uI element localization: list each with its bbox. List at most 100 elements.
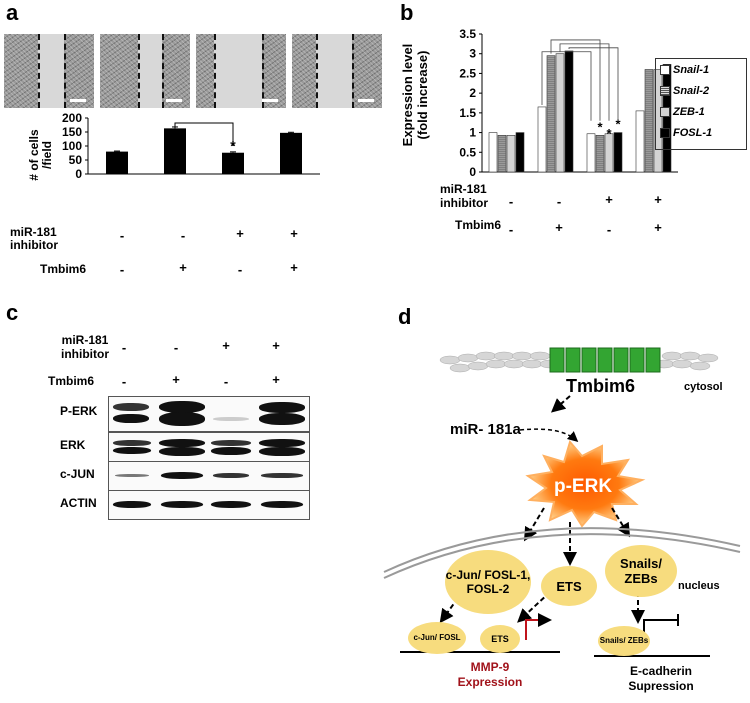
- bar: [564, 50, 574, 173]
- blot-actin: [108, 490, 310, 520]
- blot-erk: [108, 432, 310, 462]
- y-tick-label: 1.5: [459, 106, 476, 120]
- bar: [515, 132, 525, 173]
- panel-c-label: c: [6, 300, 19, 325]
- small-snails-node: Snails/ ZEBs: [598, 626, 650, 656]
- small-cjun-label: c-Jun/ FOSL: [413, 633, 461, 642]
- bar: [497, 135, 507, 173]
- y-tick-label: 1: [469, 126, 476, 140]
- b-sign: -: [508, 194, 514, 209]
- blot-label-actin: ACTIN: [60, 496, 97, 510]
- c-sign: -: [223, 374, 229, 389]
- perk-burst: [525, 439, 646, 528]
- blot-perk: [108, 396, 310, 432]
- c-sign: +: [172, 372, 180, 387]
- legend-label: ZEB-1: [673, 106, 705, 118]
- c-sign: +: [222, 338, 230, 353]
- cjun-fosl-node: c-Jun/ FOSL-1, FOSL-2: [445, 550, 531, 614]
- a-sign: +: [290, 260, 298, 275]
- legend-label: Snail-1: [673, 64, 710, 76]
- a-row-mir: miR-181 inhibitor: [10, 225, 58, 252]
- c-row-mir: miR-181 inhibitor: [61, 333, 109, 361]
- chart-a-ylabel-box: # of cells /field: [2, 120, 72, 190]
- y-tick-label: 3: [469, 47, 476, 61]
- chart-b: 00.511.522.533.5***: [459, 27, 678, 179]
- c-sign: -: [173, 340, 179, 355]
- a-sign: -: [119, 228, 125, 243]
- significance-bracket: [174, 122, 234, 146]
- tmbim6-transmembrane: [549, 347, 661, 373]
- y-tick-label: 0.5: [459, 145, 476, 159]
- chart-b-legend: Snail-1 Snail-2 ZEB-1 FOSL-1: [655, 58, 747, 150]
- y-tick-label: 2.5: [459, 66, 476, 80]
- legend-item: ZEB-1: [660, 106, 705, 122]
- bar: [164, 128, 186, 174]
- bar: [280, 132, 302, 174]
- legend-swatch: [660, 86, 670, 97]
- small-snails-label: Snails/ ZEBs: [599, 636, 649, 645]
- comparison-bracket: [541, 51, 592, 121]
- b-sign: +: [605, 192, 613, 207]
- ets-label: ETS: [556, 578, 582, 594]
- significance-star: *: [597, 119, 603, 134]
- bar: [604, 133, 614, 173]
- b-sign: -: [508, 222, 514, 237]
- b-row-mir: miR-181 inhibitor: [440, 182, 488, 210]
- cjun-fosl-label: c-Jun/ FOSL-1, FOSL-2: [445, 568, 531, 596]
- comparison-bracket: [550, 39, 601, 121]
- significance-star: *: [230, 137, 236, 153]
- legend-item: Snail-1: [660, 64, 709, 80]
- a-row-tmbim6: Tmbim6: [40, 262, 87, 276]
- blot-label-erk: ERK: [60, 438, 86, 452]
- c-sign: -: [121, 340, 127, 355]
- b-sign: +: [654, 192, 662, 207]
- micrograph-4: [292, 34, 382, 108]
- legend-swatch: [660, 107, 670, 118]
- a-sign: -: [180, 228, 186, 243]
- micrograph-2: [100, 34, 190, 108]
- tmbim6-label: Tmbim6: [566, 376, 635, 396]
- legend-item: FOSL-1: [660, 127, 712, 143]
- bar: [555, 53, 565, 173]
- y-tick-label: 0: [75, 167, 82, 181]
- legend-swatch: [660, 128, 670, 139]
- comparison-bracket: [559, 43, 610, 121]
- panel-a-label: a: [6, 0, 19, 25]
- panel-b-label: b: [400, 0, 414, 25]
- b-row-tmbim6: Tmbim6: [455, 218, 502, 232]
- a-sign: -: [119, 262, 125, 277]
- blot-label-cjun: c-JUN: [60, 467, 95, 481]
- y-tick-label: 200: [62, 111, 82, 125]
- mmp9-label: MMP-9 Expression: [457, 660, 523, 689]
- a-sign: +: [179, 260, 187, 275]
- c-sign: -: [121, 374, 127, 389]
- y-tick-label: 0: [469, 165, 476, 179]
- small-ets-label: ETS: [491, 634, 509, 644]
- a-sign: +: [290, 226, 298, 241]
- a-sign: -: [237, 262, 243, 277]
- bar: [613, 132, 623, 173]
- b-sign: -: [606, 222, 612, 237]
- snails-zebs-label: Snails/ ZEBs: [620, 556, 662, 586]
- significance-star: *: [606, 126, 612, 141]
- ecadherin-label: E-cadherin Supression: [628, 664, 694, 693]
- legend-label: FOSL-1: [673, 127, 713, 139]
- a-sign: +: [236, 226, 244, 241]
- bar: [662, 64, 672, 173]
- micrograph-3: [196, 34, 286, 108]
- c-row-tmbim6: Tmbim6: [48, 374, 95, 388]
- bar: [595, 135, 605, 173]
- small-cjun-node: c-Jun/ FOSL: [408, 622, 466, 654]
- membrane: [439, 351, 719, 373]
- y-tick-label: 150: [62, 125, 82, 139]
- c-sign: +: [272, 338, 280, 353]
- bar: [106, 151, 128, 174]
- small-ets-node: ETS: [480, 625, 520, 653]
- panel-d-label: d: [398, 304, 412, 329]
- bar: [222, 152, 244, 174]
- chart-b-ylabel: Expression level (fold increase): [400, 43, 430, 147]
- cytosol-label: cytosol: [684, 381, 723, 393]
- y-tick-label: 100: [62, 139, 82, 153]
- nucleus-label: nucleus: [678, 580, 720, 592]
